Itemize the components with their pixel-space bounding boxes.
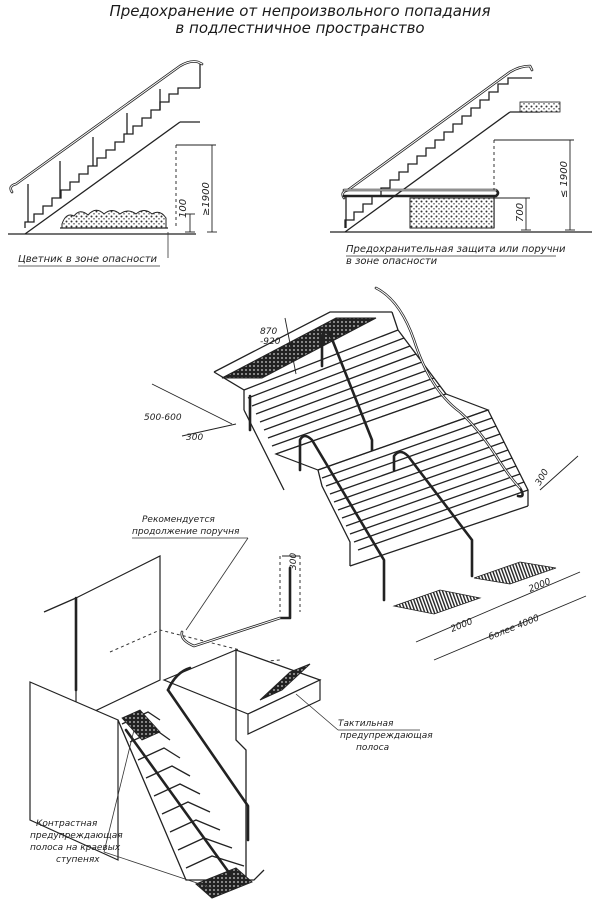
- handrail-turn: [166, 666, 192, 692]
- contrast-label-line-2: предупреждающая: [30, 831, 123, 841]
- dimension-100-label: 100: [178, 199, 189, 218]
- note-handrail-line-1: Рекомендуется: [142, 515, 215, 525]
- dimension-2000-a-label: 2000: [449, 617, 474, 635]
- dimension-line-2000-a: [415, 605, 501, 643]
- handrail-right: [166, 688, 250, 842]
- handrail-upper: [248, 331, 386, 602]
- landing-block: [519, 101, 561, 113]
- stair-flowerbed-diagram: 100 ≥1900 Цветник в зоне опасности: [8, 60, 217, 267]
- stair-stringer: [24, 121, 181, 235]
- tactile-label-line-3: полоса: [356, 743, 389, 753]
- caption-flowerbed: Цветник в зоне опасности: [18, 254, 158, 265]
- tactile-strip-top: [221, 317, 377, 379]
- tactile-strip-bottom: [195, 867, 253, 899]
- dimension-870-label-1: 870: [260, 327, 277, 337]
- dimension-870-label-2: -920: [260, 337, 281, 347]
- handrail-lower: [392, 450, 474, 578]
- stair-flight: [121, 711, 245, 869]
- wall-handrail: [374, 286, 524, 498]
- handrail: [341, 64, 534, 200]
- dimension-300-left-label: 300: [186, 433, 203, 443]
- title-line-1: Предохранение от непроизвольного попадан…: [109, 2, 491, 20]
- tactile-strip-bottom-1: [392, 589, 482, 615]
- caption-guard-line-1: Предохранительная защита или поручни: [346, 244, 566, 255]
- dimension-300-right-label: 300: [534, 467, 551, 487]
- contrast-label-line-4: ступенях: [56, 855, 100, 865]
- tactile-label-line-2: предупреждающая: [340, 731, 433, 741]
- dimension-700-label: 700: [515, 203, 526, 222]
- protective-guard: [409, 197, 495, 229]
- diagram-title: Предохранение от непроизвольного попадан…: [0, 3, 600, 37]
- handrail-left: [124, 728, 232, 876]
- tactile-strip-bottom-2: [473, 561, 557, 585]
- contrast-strip-top: [121, 709, 161, 741]
- lower-flight-steps: [317, 409, 529, 567]
- dimension-line-870: [284, 317, 297, 375]
- dimension-line-500: [151, 383, 233, 425]
- tactile-strip-landing: [259, 663, 311, 701]
- dimension-2000-b-label: 2000: [527, 577, 552, 595]
- note-handrail-line-2: продолжение поручня: [132, 527, 240, 537]
- contrast-label-line-3: полоса на краевых: [30, 843, 121, 853]
- dimension-300-bottom-label: 300: [289, 553, 299, 570]
- guard-rail: [342, 188, 500, 198]
- dimension-4000-label: более 4000: [487, 613, 541, 642]
- stair-landing-diagram: Рекомендуется продолжение поручня 300 Та…: [29, 515, 433, 899]
- handrail-continuation: [180, 566, 292, 648]
- contrast-label-line-1: Контрастная: [36, 819, 98, 829]
- dimension-1900-label: ≤ 1900: [559, 161, 570, 198]
- stair-steps: [344, 77, 532, 228]
- dimension-line-2000-b: [499, 571, 581, 607]
- wall-panel: [75, 555, 161, 721]
- flowerbed: [61, 209, 167, 229]
- side-wall: [29, 681, 119, 861]
- dimension-line-300-right: [539, 455, 579, 491]
- stair-stringer: [344, 111, 511, 233]
- dimension-1900-label: ≥1900: [201, 182, 212, 216]
- isometric-staircase: 870 -920 500-600 300 300 2000 2000 более…: [144, 286, 587, 661]
- dimension-500-label: 500-600: [144, 413, 182, 423]
- dimension-line-4000: [433, 595, 587, 661]
- title-line-2: в подлестничное пространство: [175, 19, 425, 37]
- tactile-label-line-1: Тактильная: [338, 719, 394, 729]
- caption-guard-line-2: в зоне опасности: [346, 256, 438, 267]
- stair-guard-diagram: ≤ 1900 700 Предохранительная защита или …: [330, 64, 592, 267]
